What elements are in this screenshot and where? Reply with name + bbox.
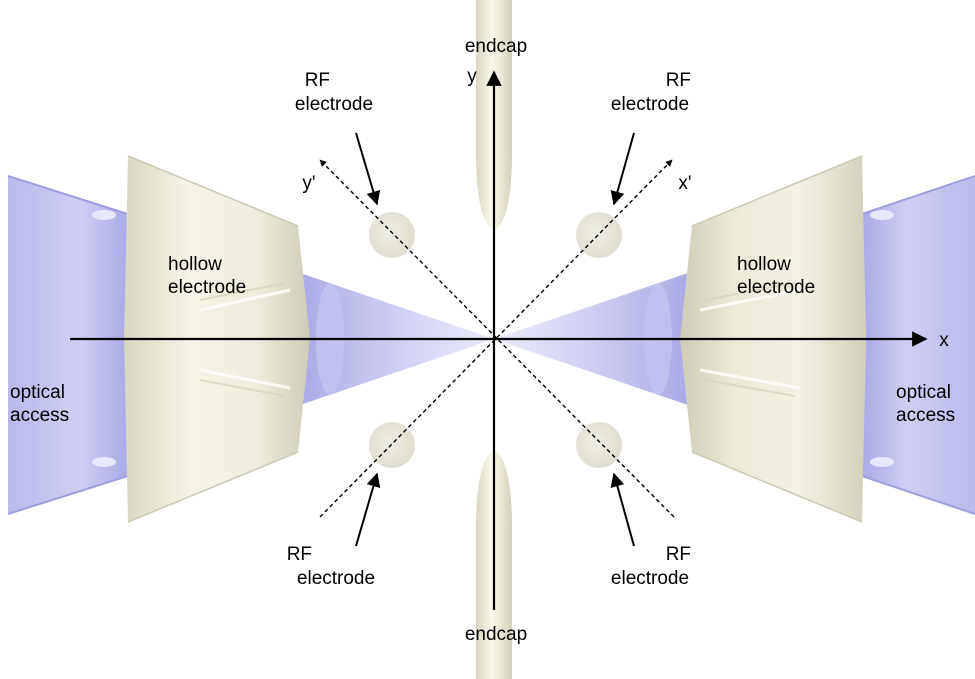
label-axis-y: y bbox=[467, 66, 477, 87]
label-endcap-top: endcap bbox=[465, 36, 527, 57]
label-hollow-electrode-left: hollow electrode bbox=[168, 254, 246, 298]
label-axis-y-prime: y' bbox=[302, 173, 315, 194]
label-axis-x-prime: x' bbox=[678, 173, 691, 194]
optical-access-right bbox=[861, 175, 975, 515]
arrow-rf-top-left bbox=[355, 132, 381, 206]
rf-rod-bottom-right bbox=[576, 422, 622, 468]
rf-rod-top-left bbox=[369, 212, 415, 258]
label-optical-access-right: optical access bbox=[896, 382, 956, 426]
label-hollow-electrode-right: hollow electrode bbox=[737, 254, 815, 298]
arrow-rf-bottom-right bbox=[610, 472, 635, 547]
label-endcap-bottom: endcap bbox=[465, 624, 527, 645]
label-rf-top-left: RF electrode bbox=[295, 70, 373, 115]
label-rf-bottom-right: RF electrode bbox=[611, 544, 696, 589]
label-rf-bottom-left: RF electrode bbox=[287, 544, 375, 589]
arrow-rf-bottom-left bbox=[355, 472, 381, 547]
label-optical-access-left: optical access bbox=[10, 382, 70, 426]
arrow-rf-top-right bbox=[610, 132, 635, 206]
optical-access-left bbox=[7, 175, 129, 515]
label-rf-top-right: RF electrode bbox=[611, 70, 696, 115]
label-axis-x: x bbox=[939, 330, 949, 351]
